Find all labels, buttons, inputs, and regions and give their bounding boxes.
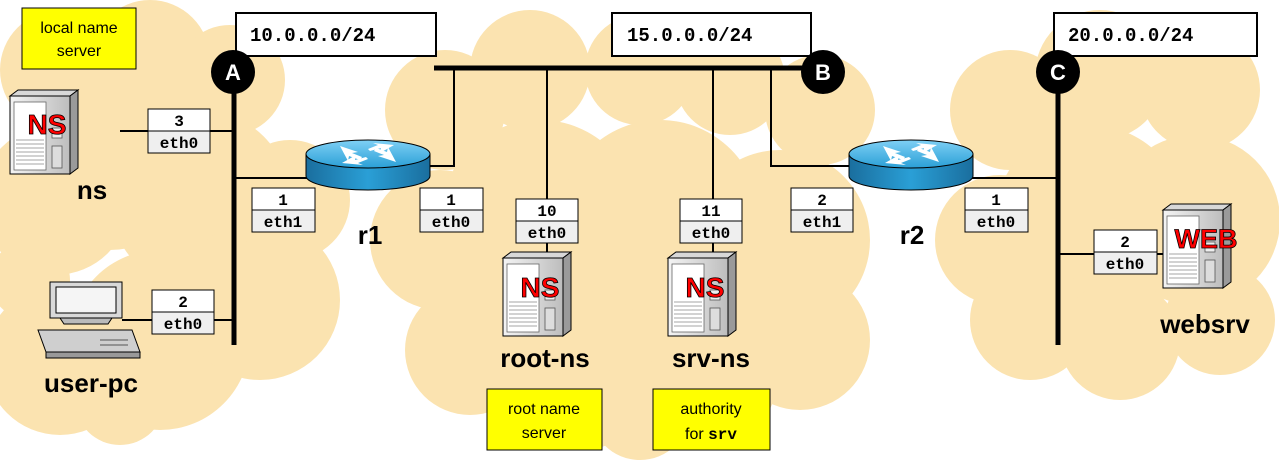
iface-r2-eth0: 1 eth0 <box>964 187 1029 233</box>
iface-user-pc-eth0: 2 eth0 <box>151 289 215 335</box>
server-websrv: WEB <box>1162 203 1238 289</box>
note-authority-for-srv: authority for srv <box>652 388 771 451</box>
svg-text:15.0.0.0/24: 15.0.0.0/24 <box>627 25 752 47</box>
server-srv-ns: NS <box>667 251 737 337</box>
svg-text:10.0.0.0/24: 10.0.0.0/24 <box>250 25 375 47</box>
ns-server-label: NS <box>28 109 67 140</box>
svg-text:1: 1 <box>278 192 288 210</box>
host-label-root-ns: root-ns <box>500 343 590 373</box>
server-root-ns: NS <box>502 251 572 337</box>
svg-text:2: 2 <box>178 294 188 312</box>
svg-text:for srv: for srv <box>685 426 737 444</box>
svg-text:eth0: eth0 <box>692 225 730 243</box>
iface-ns-eth0: 3 eth0 <box>147 108 211 154</box>
host-label-ns: ns <box>77 175 107 205</box>
network-marker-a: A <box>211 50 255 94</box>
svg-text:eth0: eth0 <box>432 214 470 232</box>
svg-text:1: 1 <box>446 192 456 210</box>
svg-text:eth0: eth0 <box>164 316 202 334</box>
host-label-user-pc: user-pc <box>44 368 138 398</box>
server-ns: NS <box>9 89 79 175</box>
svg-text:NS: NS <box>521 272 560 303</box>
link-r2-network-b <box>770 70 852 167</box>
svg-text:B: B <box>815 60 831 85</box>
svg-text:eth1: eth1 <box>264 214 302 232</box>
host-label-srv-ns: srv-ns <box>672 343 750 373</box>
host-label-r1: r1 <box>358 220 383 250</box>
svg-text:local name: local name <box>40 20 117 37</box>
svg-text:eth0: eth0 <box>977 214 1015 232</box>
network-marker-b: B <box>801 50 845 94</box>
pc-user-pc <box>37 281 141 359</box>
subnet-label-b: 15.0.0.0/24 <box>611 12 812 57</box>
svg-text:eth1: eth1 <box>803 214 841 232</box>
svg-text:20.0.0.0/24: 20.0.0.0/24 <box>1068 25 1193 47</box>
svg-text:10: 10 <box>537 203 556 221</box>
router-r1 <box>305 139 431 191</box>
link-r1-network-b <box>424 70 455 167</box>
iface-r1-eth0: 1 eth0 <box>419 187 484 233</box>
svg-text:server: server <box>522 425 567 442</box>
svg-text:eth0: eth0 <box>160 135 198 153</box>
svg-text:1: 1 <box>991 192 1001 210</box>
svg-text:root name: root name <box>508 401 580 418</box>
router-r2 <box>848 139 974 191</box>
svg-text:2: 2 <box>817 192 827 210</box>
svg-text:eth0: eth0 <box>528 225 566 243</box>
svg-text:2: 2 <box>1120 234 1130 252</box>
svg-text:WEB: WEB <box>1175 224 1238 254</box>
note-root-name-server: root name server <box>486 388 603 451</box>
svg-text:3: 3 <box>174 113 184 131</box>
note-local-name-server: local name server <box>21 7 137 70</box>
iface-srv-ns-eth0: 11 eth0 <box>679 198 743 244</box>
iface-r2-eth1: 2 eth1 <box>790 187 854 233</box>
iface-root-ns-eth0: 10 eth0 <box>515 198 579 244</box>
subnet-label-c: 20.0.0.0/24 <box>1053 12 1258 57</box>
cloud-network-b <box>370 10 875 460</box>
subnet-label-a: 10.0.0.0/24 <box>235 12 437 57</box>
svg-text:authority: authority <box>680 401 741 418</box>
svg-text:11: 11 <box>701 203 720 221</box>
svg-text:NS: NS <box>686 272 725 303</box>
host-label-websrv: websrv <box>1159 309 1250 339</box>
svg-text:C: C <box>1050 60 1066 85</box>
host-label-r2: r2 <box>900 220 925 250</box>
svg-text:server: server <box>57 43 102 60</box>
svg-text:A: A <box>225 60 241 85</box>
iface-r1-eth1: 1 eth1 <box>251 187 316 233</box>
network-marker-c: C <box>1036 50 1080 94</box>
svg-text:eth0: eth0 <box>1106 256 1144 274</box>
iface-websrv-eth0: 2 eth0 <box>1093 229 1158 275</box>
